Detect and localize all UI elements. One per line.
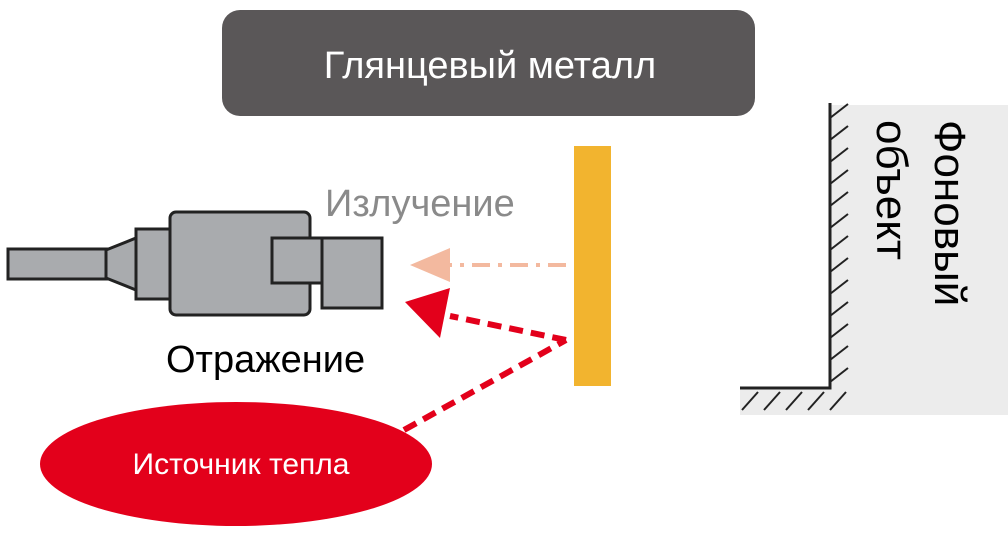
emission-label: Излучение [325,183,515,225]
heat-source: Источник тепла [40,402,432,526]
background-object-label-1: Фоновый [925,120,974,306]
title-text: Глянцевый металл [324,45,656,87]
metal-plate [574,146,611,386]
title-box: Глянцевый металл [222,10,755,116]
heat-ray [402,337,568,433]
sensor-icon [6,210,384,317]
reflection-arrow [405,288,567,343]
emission-arrow [410,248,566,282]
background-object-label-2: объект [867,120,916,260]
reflection-label: Отражение [166,339,365,381]
background-object: Фоновый объект [740,103,1008,415]
heat-source-label: Источник тепла [133,448,350,481]
wall-hatch-icon [741,103,849,411]
cable-icon [6,247,110,281]
